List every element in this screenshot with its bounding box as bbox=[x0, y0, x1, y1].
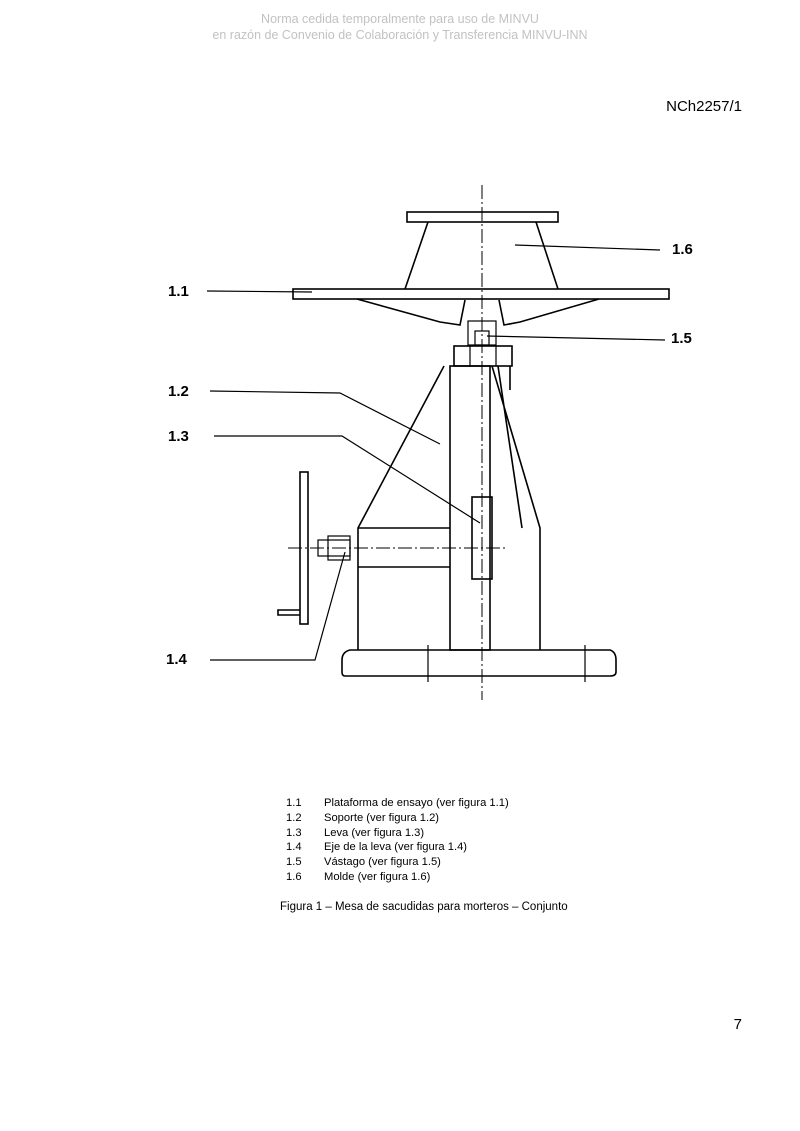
legend-item: 1.2 Soporte (ver figura 1.2) bbox=[286, 811, 509, 826]
legend-number: 1.5 bbox=[286, 856, 302, 869]
figure-caption: Figura 1 – Mesa de sacudidas para morter… bbox=[280, 901, 568, 913]
watermark: Norma cedida temporalmente para uso de M… bbox=[0, 11, 800, 43]
leader-1.2 bbox=[209, 390, 441, 445]
base-plate bbox=[341, 649, 617, 677]
legend-item: 1.5 Vástago (ver figura 1.5) bbox=[286, 855, 509, 870]
cam-shaft bbox=[358, 527, 450, 568]
leader-1.1 bbox=[206, 290, 313, 293]
legend-item: 1.4 Eje de la leva (ver figura 1.4) bbox=[286, 840, 509, 855]
mould-body bbox=[404, 221, 559, 290]
test-platform bbox=[292, 288, 670, 300]
handwheel bbox=[299, 471, 309, 625]
legend-item: 1.6 Molde (ver figura 1.6) bbox=[286, 870, 509, 885]
legend-number: 1.4 bbox=[286, 841, 302, 854]
callout-1-6: 1.6 bbox=[672, 241, 693, 258]
flow-table-drawing bbox=[206, 185, 670, 700]
leader-1.4 bbox=[210, 551, 346, 661]
legend-text: Leva (ver figura 1.3) bbox=[324, 826, 425, 839]
mould-top-rim bbox=[406, 211, 559, 223]
legend-number: 1.1 bbox=[286, 797, 302, 809]
leader-1.3 bbox=[214, 435, 481, 524]
legend-text: Molde (ver figura 1.6) bbox=[324, 870, 431, 883]
legend-text: Soporte (ver figura 1.2) bbox=[324, 811, 440, 824]
callout-1-2: 1.2 bbox=[168, 383, 189, 400]
callout-1-3: 1.3 bbox=[168, 428, 189, 445]
watermark-line-1: Norma cedida temporalmente para uso de M… bbox=[261, 12, 539, 26]
page-number: 7 bbox=[733, 1016, 742, 1033]
document-code: NCh2257/1 bbox=[666, 98, 742, 115]
callout-1-4: 1.4 bbox=[166, 651, 187, 668]
legend-number: 1.3 bbox=[286, 826, 302, 839]
figure-legend: 1.1 Plataforma de ensayo (ver figura 1.1)… bbox=[286, 796, 509, 885]
stem-nut bbox=[453, 345, 513, 367]
handwheel-crank bbox=[277, 609, 300, 616]
legend-text: Eje de la leva (ver figura 1.4) bbox=[324, 841, 468, 854]
legend-text: Plataforma de ensayo (ver figura 1.1) bbox=[324, 797, 509, 809]
legend-text: Vástago (ver figura 1.5) bbox=[324, 856, 441, 869]
legend-number: 1.2 bbox=[286, 811, 302, 824]
legend-number: 1.6 bbox=[286, 870, 302, 883]
leader-1.5 bbox=[486, 335, 666, 341]
leader-1.6 bbox=[514, 244, 661, 251]
platform-underside bbox=[356, 298, 600, 326]
cam bbox=[471, 496, 493, 580]
callout-1-1: 1.1 bbox=[168, 283, 189, 300]
legend-item: 1.3 Leva (ver figura 1.3) bbox=[286, 826, 509, 841]
watermark-line-2: en razón de Convenio de Colaboración y T… bbox=[212, 28, 588, 42]
callout-1-5: 1.5 bbox=[671, 330, 692, 347]
support-right-leg bbox=[491, 365, 541, 650]
legend-item: 1.1 Plataforma de ensayo (ver figura 1.1) bbox=[286, 796, 509, 811]
stem-core bbox=[474, 330, 490, 346]
